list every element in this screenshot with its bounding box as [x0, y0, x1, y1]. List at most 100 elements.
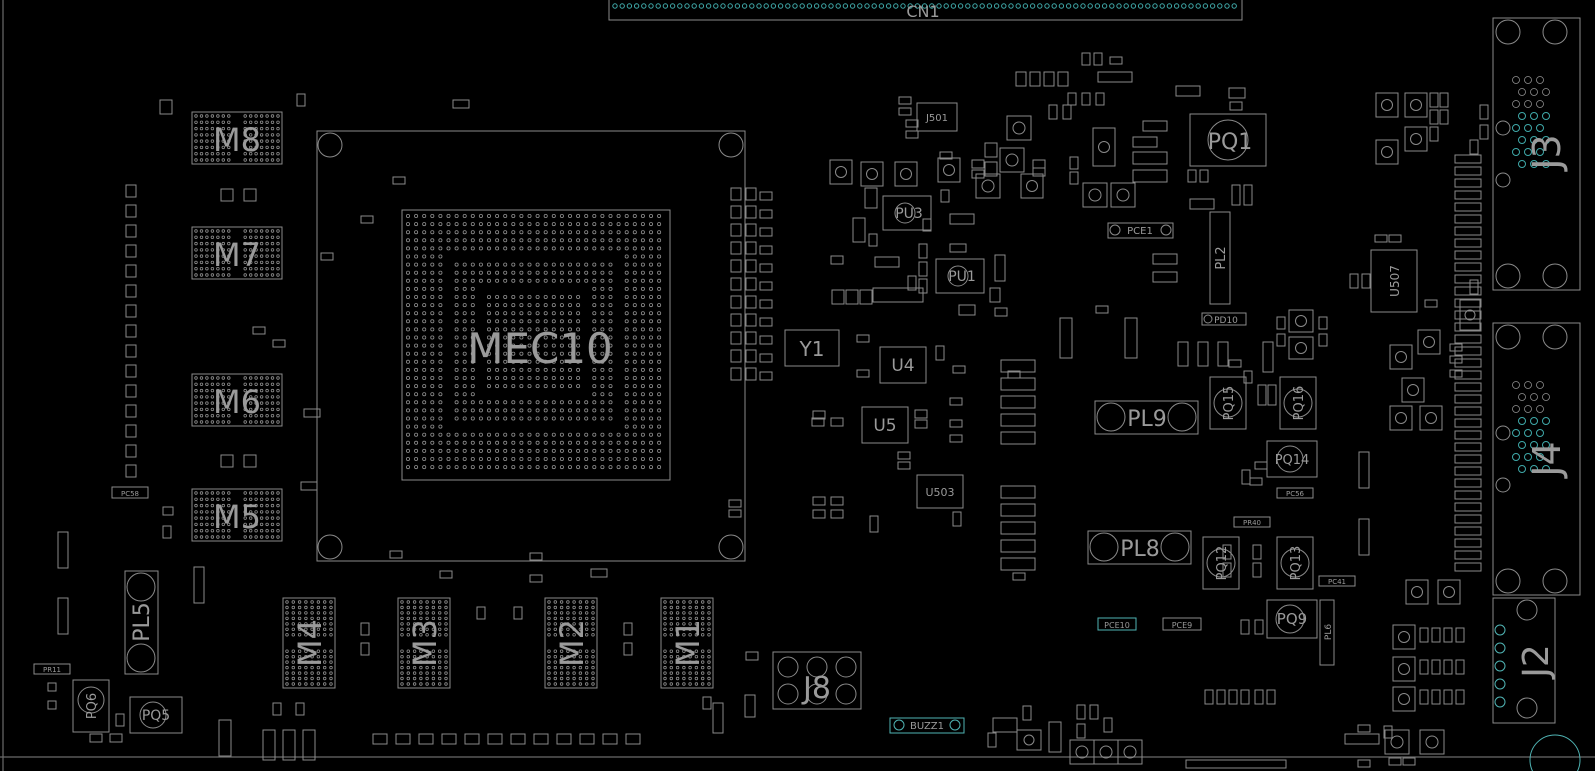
memory-ball — [431, 655, 436, 659]
bga-ball — [462, 375, 467, 380]
bga-ball — [527, 222, 532, 227]
cn1-pin — [1101, 3, 1108, 9]
memory-ball — [259, 529, 264, 533]
memory-ball — [566, 649, 570, 653]
passive-footprint — [1357, 724, 1371, 733]
memory-ball — [205, 145, 209, 150]
bga-ball — [405, 448, 410, 453]
memory-ball — [701, 665, 705, 670]
bga-ball — [478, 262, 483, 267]
memory-ball — [419, 622, 423, 626]
bga-ball — [543, 327, 548, 332]
ic-u5-label: U5 — [873, 416, 896, 436]
memory-ball — [400, 655, 404, 659]
bga-ball — [640, 319, 645, 324]
bga-ball — [470, 456, 475, 461]
memory-ball — [259, 114, 264, 118]
bga-ball — [640, 303, 645, 308]
passive-footprint — [1000, 503, 1036, 517]
memory-ball — [248, 491, 253, 495]
bga-ball — [600, 262, 605, 267]
bga-ball — [511, 262, 516, 267]
memory-ball — [323, 649, 327, 653]
dsub-pin — [1512, 405, 1520, 413]
memory-ball — [553, 622, 557, 626]
cn1-pin — [813, 3, 820, 9]
memory-ball — [210, 273, 215, 277]
passive-footprint — [859, 289, 873, 305]
memory-ball — [675, 660, 680, 664]
memory-ball — [199, 382, 204, 386]
passive-footprint — [1454, 454, 1482, 464]
dsub-pin — [1542, 88, 1550, 96]
bga-ball — [470, 384, 475, 389]
passive-footprint — [1459, 299, 1481, 331]
memory-ball — [254, 522, 258, 527]
bga-ball — [600, 278, 605, 283]
bga-ball — [543, 294, 548, 299]
memory-ball — [675, 665, 680, 670]
bga-ball — [608, 262, 613, 267]
bga-ball — [405, 392, 410, 397]
bga-ball — [486, 359, 491, 364]
cn1-pin — [633, 3, 640, 9]
bga-ball — [649, 448, 654, 453]
passive-footprint — [852, 217, 866, 243]
bga-ball — [511, 351, 516, 356]
passive-footprint — [1177, 341, 1189, 367]
passive-footprint — [1454, 214, 1482, 224]
memory-ball — [276, 248, 280, 252]
memory-ball — [259, 241, 264, 246]
bga-ball — [568, 465, 573, 470]
bga-ball — [430, 456, 435, 461]
dsub-pin — [1524, 124, 1532, 132]
bga-ball — [527, 351, 532, 356]
passive-footprint — [1000, 557, 1036, 571]
bga-ball — [624, 392, 629, 397]
bga-ball — [632, 303, 637, 308]
memory-ball — [205, 114, 209, 118]
bga-ball — [657, 375, 662, 380]
bga-ball — [454, 294, 459, 299]
memory-ball — [431, 627, 436, 631]
bga-ball — [649, 303, 654, 308]
passive-footprint — [1097, 71, 1133, 83]
bga-ball — [543, 432, 548, 437]
bga-ball — [462, 440, 467, 445]
bga-ball — [624, 384, 629, 389]
passive-footprint — [1361, 273, 1371, 289]
passive-footprint — [1454, 526, 1482, 536]
memory-ball — [194, 491, 198, 495]
passive-footprint — [1454, 394, 1482, 404]
memory-ball — [194, 241, 198, 246]
memory-ball — [547, 611, 551, 615]
bga-ball — [608, 375, 613, 380]
memory-ball — [406, 616, 410, 621]
memory-ball — [412, 665, 417, 670]
bga-ball — [454, 465, 459, 470]
passive-footprint — [1000, 521, 1036, 535]
bga-ball — [430, 384, 435, 389]
passive-footprint — [220, 454, 234, 468]
memory-ball — [254, 126, 258, 131]
memory-ball — [221, 407, 225, 412]
bga-ball — [454, 246, 459, 251]
bga-ball — [657, 448, 662, 453]
passive-footprint — [303, 408, 321, 418]
memory-ball — [194, 126, 198, 131]
memory-ball — [227, 133, 231, 137]
bga-ball — [414, 359, 419, 364]
memory-ball — [425, 611, 429, 615]
memory-ball — [412, 622, 417, 626]
bga-ball — [559, 384, 564, 389]
bga-ball — [584, 262, 589, 267]
memory-ball — [285, 649, 289, 653]
memory-ball — [304, 676, 308, 681]
bga-ball — [649, 213, 654, 218]
bga-ball — [600, 230, 605, 235]
bga-ball — [632, 359, 637, 364]
memory-ball — [259, 522, 264, 527]
memory-ball — [227, 241, 231, 246]
bga-ball — [405, 408, 410, 413]
bga-ball — [430, 230, 435, 235]
